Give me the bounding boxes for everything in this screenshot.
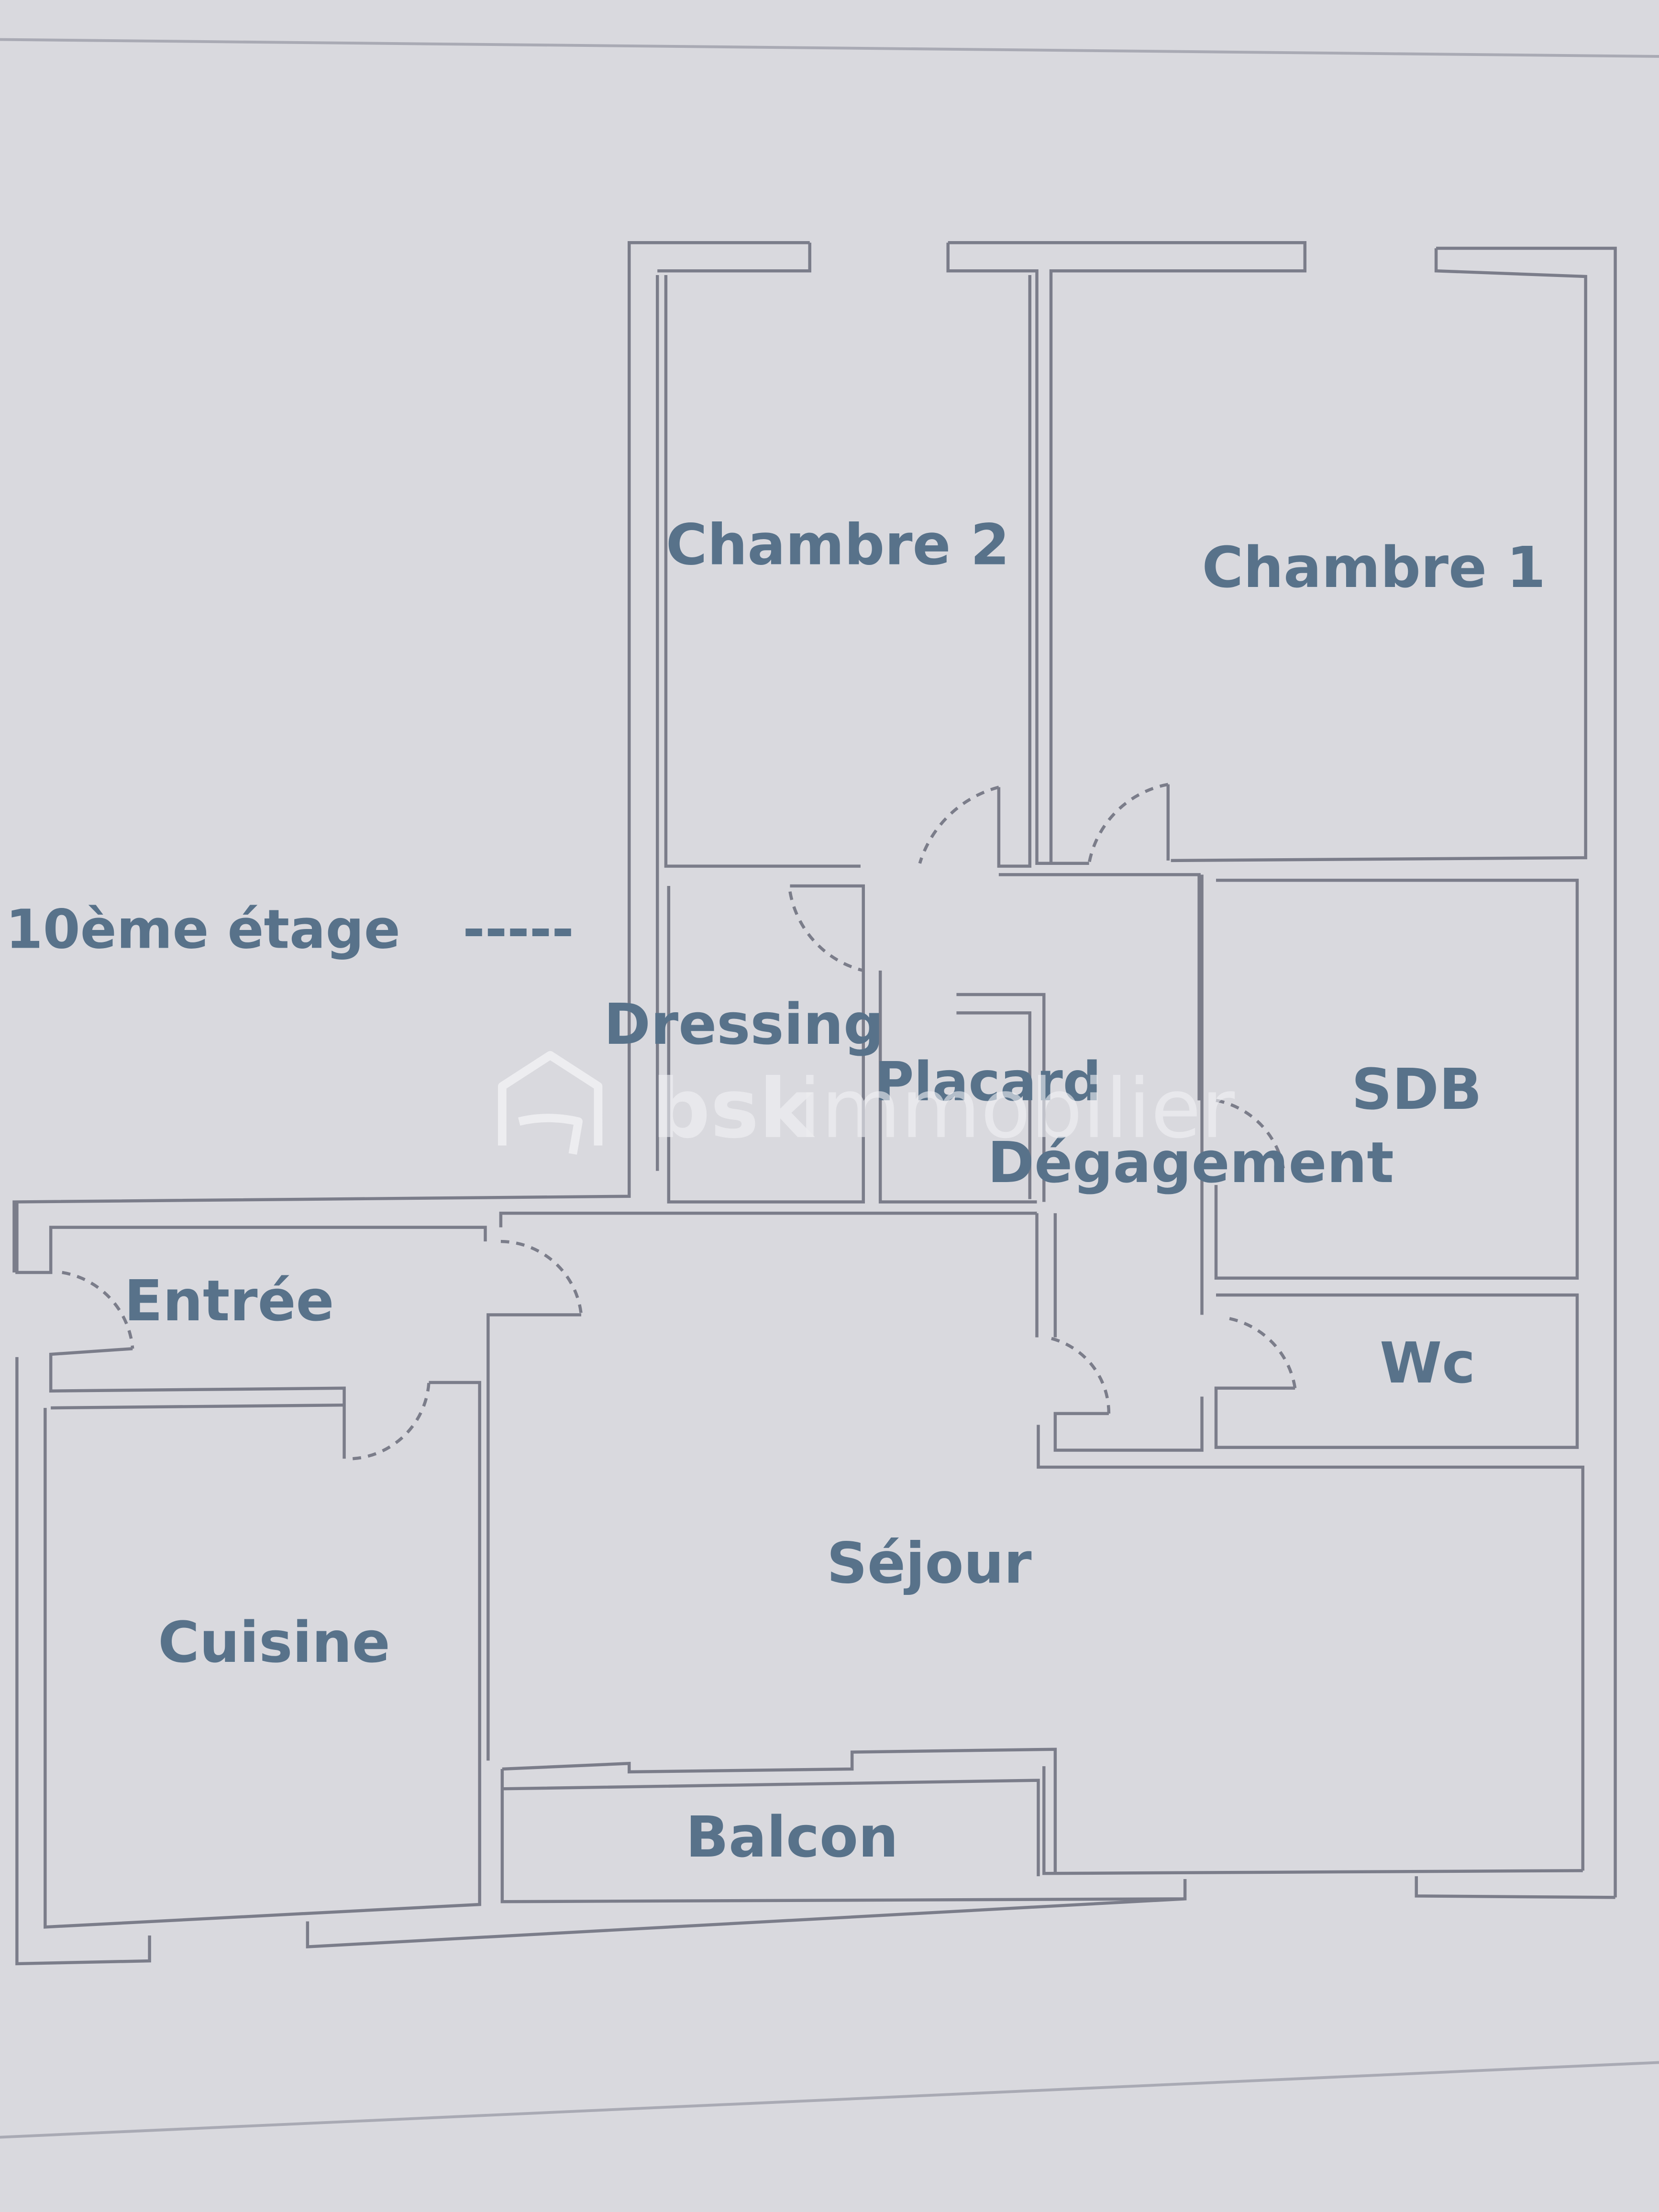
floor-label-dashes: ----- xyxy=(463,899,574,961)
room-label-dressing: Dressing xyxy=(604,992,884,1057)
room-label-entree: Entrée xyxy=(124,1268,334,1334)
watermark-light: immobilier xyxy=(798,1062,1235,1157)
house-logo-icon xyxy=(498,1051,603,1155)
room-label-cuisine: Cuisine xyxy=(158,1610,390,1675)
room-label-placard: Placard xyxy=(874,1051,1101,1113)
room-label-balcon: Balcon xyxy=(686,1804,898,1870)
room-label-chambre-2: Chambre 2 xyxy=(666,512,1010,578)
room-label-degagement: Dégagement xyxy=(987,1130,1394,1195)
room-label-chambre-1: Chambre 1 xyxy=(1202,535,1546,600)
walls xyxy=(12,241,1617,1966)
paper-edge-bottom xyxy=(0,2061,1659,2139)
room-label-wc: Wc xyxy=(1380,1330,1475,1396)
floor-label: 10ème étage xyxy=(6,899,400,961)
watermark: bsk immobilier xyxy=(498,1051,1235,1157)
watermark-bold: bsk xyxy=(652,1062,815,1157)
paper-edge-top xyxy=(0,38,1659,58)
room-label-sdb: SDB xyxy=(1351,1057,1482,1122)
room-label-sejour: Séjour xyxy=(827,1531,1032,1596)
